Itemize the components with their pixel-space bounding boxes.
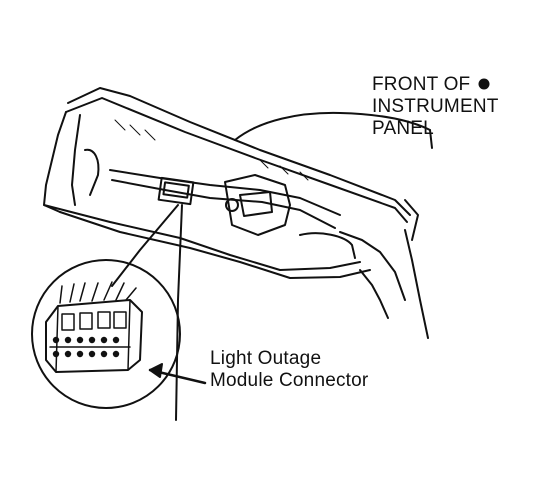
light-outage-module-connector-label: Light Outage Module Connector [210, 348, 368, 392]
left-frame-inner [71, 114, 81, 206]
windshield-right [404, 129, 433, 241]
right-bracket [299, 232, 356, 259]
connector-detail [45, 281, 143, 373]
left-bracket [84, 148, 100, 196]
center-component-detail [239, 191, 273, 217]
cowl-top-edge [67, 87, 411, 216]
connector-label-line-2: Module Connector [210, 370, 369, 391]
cowl-lower-edge [65, 97, 408, 223]
module-box [157, 176, 195, 206]
lower-rail [43, 204, 361, 271]
center-knob [225, 198, 239, 212]
right-bracket-2 [339, 231, 406, 301]
harness-line-right [175, 204, 183, 421]
front-of-instrument-panel-label: FRONT OF INSTRUMENT PANEL [372, 74, 499, 140]
harness-line-left [111, 204, 179, 287]
right-edge [404, 229, 429, 339]
lower-rail-2 [59, 211, 371, 279]
front-label-line-2: INSTRUMENT [372, 96, 499, 117]
panel-hatch [114, 119, 309, 181]
connector-zoom-circle [31, 259, 181, 409]
center-component [224, 174, 291, 236]
windshield-curve [234, 111, 431, 141]
connector-label-line-1: Light Outage [210, 348, 322, 369]
front-label-line-1: FRONT OF [372, 74, 471, 95]
crossbar [109, 169, 341, 216]
front-label-line-3: PANEL [372, 118, 434, 139]
left-pillar [43, 111, 67, 213]
connector-arrowhead [149, 363, 163, 378]
front-marker-icon [478, 78, 490, 90]
module-box-face [162, 181, 190, 199]
right-lower-arm [359, 269, 389, 319]
